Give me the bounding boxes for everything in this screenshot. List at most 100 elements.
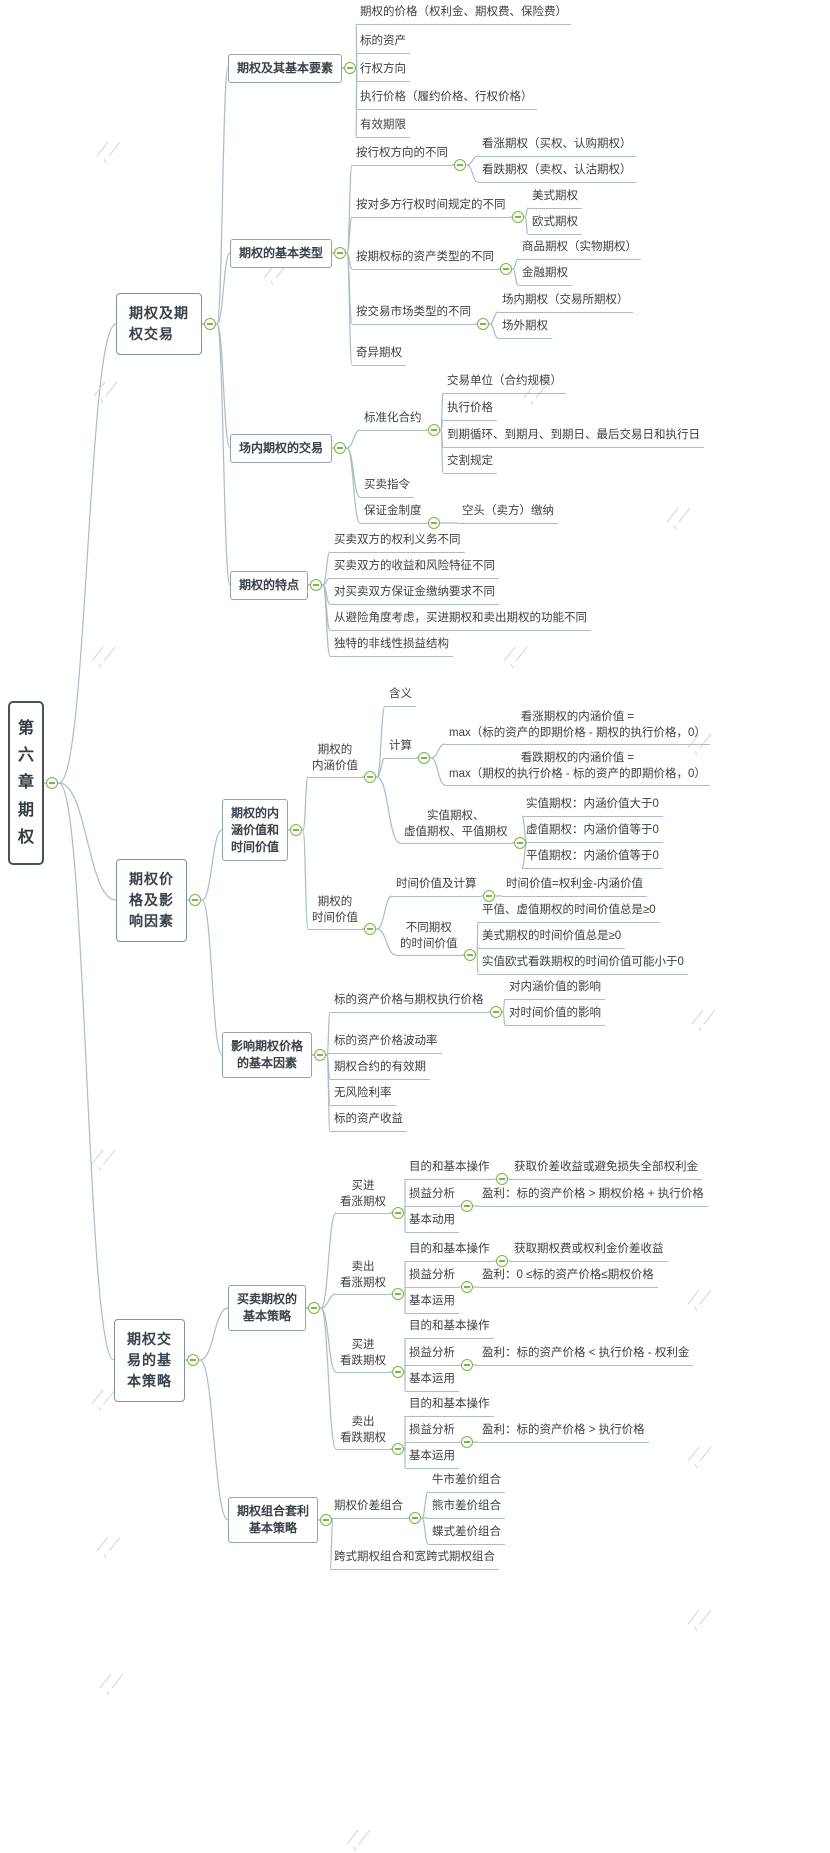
collapse-icon[interactable] — [496, 1173, 508, 1185]
topic-by-exercise-direction[interactable]: 按行权方向的不同 — [352, 145, 452, 166]
topic-intrinsic-calculation[interactable]: 计算 — [385, 738, 416, 759]
leaf-margin-requirements-differ[interactable]: 对买卖双方保证金缴纳要求不同 — [330, 584, 499, 605]
collapse-icon[interactable] — [310, 579, 322, 591]
leaf-sell-call-application[interactable]: 基本运用 — [405, 1293, 459, 1314]
leaf-european-option[interactable]: 欧式期权 — [528, 214, 582, 235]
collapse-icon[interactable] — [392, 1288, 404, 1300]
topic-sell-put-option[interactable]: 卖出 看跌期权 — [336, 1414, 390, 1451]
topic-options-basic-elements[interactable]: 期权及其基本要素 — [228, 54, 343, 83]
topic-time-value[interactable]: 期权的 时间价值 — [308, 894, 362, 931]
topic-intrinsic-and-time-value[interactable]: 期权的内 涵价值和 时间价值 — [222, 799, 289, 862]
topic-buy-call-option[interactable]: 买进 看涨期权 — [336, 1178, 390, 1215]
collapse-icon[interactable] — [461, 1436, 473, 1448]
topic-option-spread-combination[interactable]: 期权价差组合 — [330, 1498, 407, 1519]
leaf-buy-put-profit-condition[interactable]: 盈利：标的资产价格 < 执行价格 - 权利金 — [478, 1345, 694, 1366]
topic-sell-call-purpose[interactable]: 目的和基本操作 — [405, 1241, 494, 1262]
topic-buy-put-option[interactable]: 买进 看跌期权 — [336, 1337, 390, 1374]
leaf-effect-on-time-value[interactable]: 对时间价值的影响 — [505, 1005, 605, 1026]
leaf-strike-price[interactable]: 执行价格（履约价格、行权价格） — [356, 89, 537, 110]
leaf-exercise-direction[interactable]: 行权方向 — [356, 61, 410, 82]
topic-buy-put-pnl-analysis[interactable]: 损益分析 — [405, 1345, 459, 1366]
leaf-expiry-cycle[interactable]: 到期循环、到期月、到期日、最后交易日和执行日 — [443, 427, 704, 448]
topic-sell-call-pnl-analysis[interactable]: 损益分析 — [405, 1267, 459, 1288]
leaf-buy-put-purpose[interactable]: 目的和基本操作 — [405, 1318, 494, 1339]
collapse-icon[interactable] — [514, 837, 526, 849]
leaf-hedging-functions-differ[interactable]: 从避险角度考虑，买进期权和卖出期权的功能不同 — [330, 610, 591, 631]
branch-basic-option-trading-strategies[interactable]: 期权交 易的基 本策略 — [114, 1319, 185, 1402]
collapse-icon[interactable] — [189, 894, 201, 906]
leaf-straddle-and-strangle[interactable]: 跨式期权组合和宽跨式期权组合 — [330, 1549, 499, 1570]
collapse-icon[interactable] — [344, 62, 356, 74]
leaf-contract-validity-period[interactable]: 期权合约的有效期 — [330, 1059, 430, 1080]
topic-by-exercise-time-rule[interactable]: 按对多方行权时间规定的不同 — [352, 197, 510, 218]
collapse-icon[interactable] — [461, 1359, 473, 1371]
leaf-otm-option[interactable]: 虚值期权：内涵价值等于0 — [522, 822, 663, 843]
collapse-icon[interactable] — [490, 1006, 502, 1018]
collapse-icon[interactable] — [46, 777, 58, 789]
collapse-icon[interactable] — [364, 771, 376, 783]
leaf-buy-put-application[interactable]: 基本运用 — [405, 1371, 459, 1392]
collapse-icon[interactable] — [392, 1443, 404, 1455]
leaf-sell-put-profit-condition[interactable]: 盈利：标的资产价格 > 执行价格 — [478, 1422, 649, 1443]
leaf-delivery-rules[interactable]: 交割规定 — [443, 453, 497, 474]
topic-exchange-option-trading[interactable]: 场内期权的交易 — [230, 434, 333, 463]
leaf-american-option[interactable]: 美式期权 — [528, 188, 582, 209]
leaf-buy-call-profit-condition[interactable]: 盈利：标的资产价格 > 期权价格 + 执行价格 — [478, 1186, 708, 1207]
leaf-trading-unit[interactable]: 交易单位（合约规模） — [443, 373, 566, 394]
collapse-icon[interactable] — [334, 247, 346, 259]
leaf-exchange-traded-option[interactable]: 场内期权（交易所期权） — [498, 292, 633, 313]
collapse-icon[interactable] — [314, 1049, 326, 1061]
topic-margin-system[interactable]: 保证金制度 — [360, 503, 426, 524]
leaf-contract-strike-price[interactable]: 执行价格 — [443, 400, 497, 421]
topic-option-characteristics[interactable]: 期权的特点 — [230, 571, 309, 600]
collapse-icon[interactable] — [308, 1302, 320, 1314]
collapse-icon[interactable] — [364, 923, 376, 935]
leaf-sell-call-profit-condition[interactable]: 盈利：0 ≤标的资产价格≤期权价格 — [478, 1267, 658, 1288]
leaf-validity-period[interactable]: 有效期限 — [356, 117, 410, 138]
collapse-icon[interactable] — [392, 1207, 404, 1219]
leaf-call-option[interactable]: 看涨期权（买权、认购期权） — [478, 136, 636, 157]
leaf-call-intrinsic-formula[interactable]: 看涨期权的内涵价值 = max（标的资产的即期价格 - 期权的执行价格，0） — [445, 709, 710, 746]
topic-buy-call-purpose[interactable]: 目的和基本操作 — [405, 1159, 494, 1180]
collapse-icon[interactable] — [477, 318, 489, 330]
collapse-icon[interactable] — [428, 424, 440, 436]
leaf-nonlinear-payoff-structure[interactable]: 独特的非线性损益结构 — [330, 636, 453, 657]
topic-by-market-type[interactable]: 按交易市场类型的不同 — [352, 304, 475, 325]
leaf-sell-put-application[interactable]: 基本运用 — [405, 1448, 459, 1469]
collapse-icon[interactable] — [409, 1512, 421, 1524]
topic-time-value-of-different-options[interactable]: 不同期权 的时间价值 — [396, 920, 462, 957]
topic-time-value-calculation[interactable]: 时间价值及计算 — [392, 876, 481, 897]
leaf-american-time-value[interactable]: 美式期权的时间价值总是≥0 — [478, 928, 626, 949]
leaf-financial-option[interactable]: 金融期权 — [518, 265, 572, 286]
leaf-atm-otm-time-value[interactable]: 平值、虚值期权的时间价值总是≥0 — [478, 902, 660, 923]
collapse-icon[interactable] — [454, 159, 466, 171]
topic-intrinsic-value[interactable]: 期权的 内涵价值 — [308, 742, 362, 779]
topic-buy-sell-option-strategies[interactable]: 买卖期权的 基本策略 — [228, 1285, 307, 1331]
leaf-commodity-option[interactable]: 商品期权（实物期权） — [518, 239, 641, 260]
collapse-icon[interactable] — [496, 1255, 508, 1267]
leaf-bull-spread[interactable]: 牛市差价组合 — [428, 1472, 505, 1493]
leaf-butterfly-spread[interactable]: 蝶式差价组合 — [428, 1524, 505, 1545]
leaf-underlying-asset[interactable]: 标的资产 — [356, 33, 410, 54]
leaf-trading-orders[interactable]: 买卖指令 — [360, 477, 414, 498]
collapse-icon[interactable] — [320, 1514, 332, 1526]
leaf-sell-put-purpose[interactable]: 目的和基本操作 — [405, 1396, 494, 1417]
leaf-itm-option[interactable]: 实值期权：内涵价值大于0 — [522, 796, 663, 817]
collapse-icon[interactable] — [428, 517, 440, 529]
collapse-icon[interactable] — [290, 824, 302, 836]
root-topic-chapter-6-options[interactable]: 第 六 章 期 权 — [8, 701, 45, 865]
collapse-icon[interactable] — [334, 442, 346, 454]
collapse-icon[interactable] — [483, 890, 495, 902]
leaf-itm-european-put-time-value[interactable]: 实值欧式看跌期权的时间价值可能小于0 — [478, 954, 688, 975]
topic-sell-call-option[interactable]: 卖出 看涨期权 — [336, 1259, 390, 1296]
leaf-underlying-asset-income[interactable]: 标的资产收益 — [330, 1111, 407, 1132]
topic-underlying-price-vs-strike[interactable]: 标的资产价格与期权执行价格 — [330, 992, 488, 1013]
leaf-effect-on-intrinsic-value[interactable]: 对内涵价值的影响 — [505, 979, 605, 1000]
leaf-bear-spread[interactable]: 熊市差价组合 — [428, 1498, 505, 1519]
leaf-short-side-pays-margin[interactable]: 空头（卖方）缴纳 — [458, 503, 558, 524]
leaf-time-value-formula[interactable]: 时间价值=权利金-内涵价值 — [502, 876, 648, 897]
topic-factors-affecting-option-price[interactable]: 影响期权价格 的基本因素 — [222, 1032, 313, 1078]
leaf-risk-free-rate[interactable]: 无风险利率 — [330, 1085, 396, 1106]
collapse-icon[interactable] — [464, 949, 476, 961]
topic-option-combination-arbitrage[interactable]: 期权组合套利 基本策略 — [228, 1497, 319, 1543]
